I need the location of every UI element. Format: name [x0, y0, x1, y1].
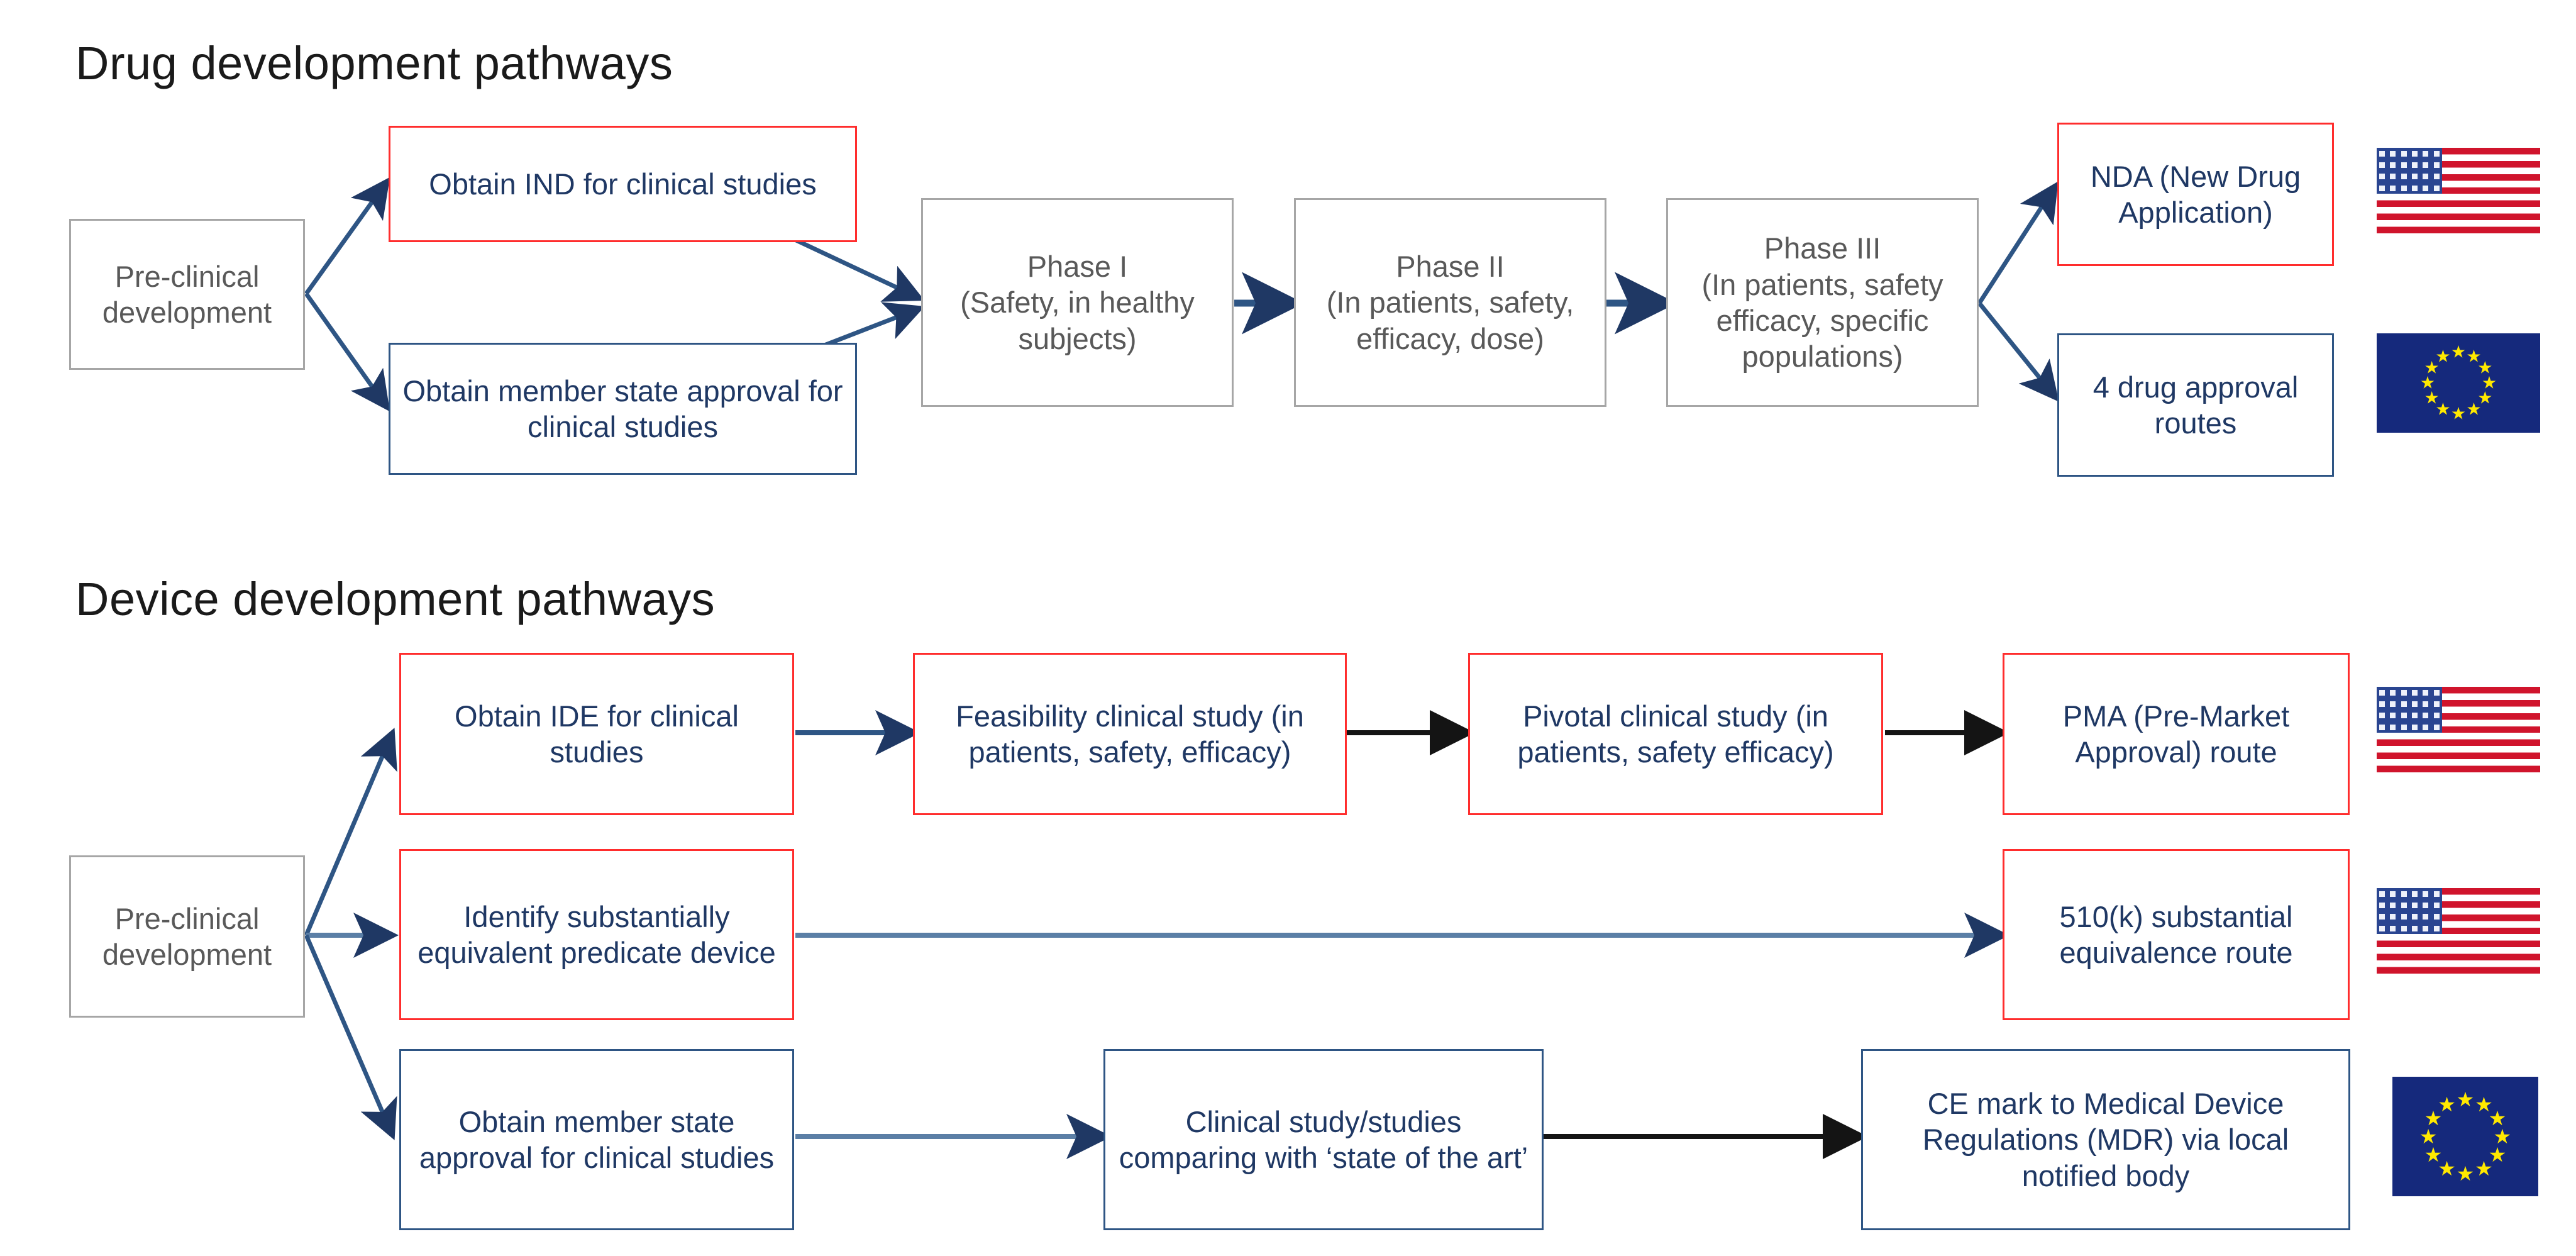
eu-star-icon: ★ — [2456, 1088, 2475, 1111]
eu-star-icon: ★ — [2419, 373, 2436, 392]
node-phase-3: Phase III (In patients, safety efficacy,… — [1666, 198, 1979, 407]
eu-star-icon: ★ — [2435, 399, 2451, 419]
edge-preclinical-to-memberstate — [304, 292, 390, 412]
edge-device-preclinical-to-memberstate — [304, 934, 397, 1140]
node-510k-route: 510(k) substantial equivalence route — [2003, 849, 2350, 1020]
phase1-line-2: (Safety, in healthy — [960, 286, 1195, 320]
us-flag-icon — [2377, 687, 2540, 772]
node-obtain-member-state-drug: Obtain member state approval for clinica… — [389, 343, 857, 475]
eu-star-icon: ★ — [2477, 388, 2493, 408]
edge-phase3-to-eu-routes — [1977, 301, 2059, 402]
node-identify-predicate-device: Identify substantially equivalent predic… — [399, 849, 794, 1020]
eu-flag-icon: ★★★★★★★★★★★★ — [2392, 1077, 2538, 1196]
phase2-line-2: (In patients, safety, — [1326, 286, 1574, 320]
eu-flag-icon: ★★★★★★★★★★★★ — [2377, 333, 2540, 433]
node-eu-drug-approval-routes: 4 drug approval routes — [2057, 333, 2334, 477]
edge-phase3-to-nda — [1977, 181, 2059, 304]
node-ce-mark-mdr: CE mark to Medical Device Regulations (M… — [1861, 1049, 2350, 1230]
drug-section-title: Drug development pathways — [75, 37, 673, 89]
eu-star-icon: ★ — [2466, 399, 2482, 419]
device-section-title: Device development pathways — [75, 573, 716, 625]
eu-star-icon: ★ — [2424, 358, 2440, 377]
node-obtain-ind: Obtain IND for clinical studies — [389, 126, 857, 242]
node-feasibility-study: Feasibility clinical study (in patients,… — [913, 653, 1347, 815]
phase2-line-1: Phase II — [1396, 250, 1505, 283]
us-flag-canton — [2377, 687, 2442, 733]
eu-star-icon: ★ — [2424, 1106, 2443, 1130]
eu-star-icon: ★ — [2475, 1092, 2493, 1116]
eu-star-icon: ★ — [2493, 1125, 2512, 1148]
us-flag-canton — [2377, 148, 2442, 194]
us-flag-canton — [2377, 888, 2442, 935]
eu-star-icon: ★ — [2424, 388, 2440, 408]
eu-star-icon: ★ — [2419, 1125, 2438, 1148]
node-nda-route: NDA (New Drug Application) — [2057, 123, 2334, 266]
edge-device-preclinical-to-ide — [304, 728, 397, 936]
edge-ind-to-phase1 — [792, 236, 925, 302]
eu-star-icon: ★ — [2450, 342, 2467, 362]
eu-star-icon: ★ — [2438, 1157, 2456, 1180]
eu-star-icon: ★ — [2488, 1106, 2507, 1130]
eu-star-icon: ★ — [2481, 373, 2497, 392]
node-obtain-member-state-device: Obtain member state approval for clinica… — [399, 1049, 794, 1230]
phase1-line-1: Phase I — [1027, 250, 1128, 283]
eu-star-icon: ★ — [2456, 1162, 2475, 1185]
us-flag-icon — [2377, 148, 2540, 233]
node-pma-route: PMA (Pre-Market Approval) route — [2003, 653, 2350, 815]
eu-star-icon: ★ — [2438, 1092, 2456, 1116]
eu-star-icon: ★ — [2435, 347, 2451, 366]
eu-star-icon: ★ — [2466, 347, 2482, 366]
edge-preclinical-to-ind — [304, 177, 390, 296]
us-flag-icon — [2377, 888, 2540, 974]
eu-star-icon: ★ — [2488, 1143, 2507, 1167]
phase3-line-2: (In patients, safety — [1701, 267, 1943, 301]
eu-star-icon: ★ — [2477, 358, 2493, 377]
node-obtain-ide: Obtain IDE for clinical studies — [399, 653, 794, 815]
phase1-line-3: subjects) — [1018, 321, 1137, 355]
eu-star-icon: ★ — [2475, 1157, 2493, 1180]
node-drug-preclinical: Pre-clinical development — [69, 219, 305, 370]
node-pivotal-study: Pivotal clinical study (in patients, saf… — [1468, 653, 1883, 815]
node-phase-1: Phase I (Safety, in healthy subjects) — [921, 198, 1234, 407]
phase3-line-4: populations) — [1742, 340, 1903, 374]
eu-star-icon: ★ — [2450, 404, 2467, 423]
node-device-preclinical: Pre-clinical development — [69, 855, 305, 1018]
node-clinical-study-state-of-art: Clinical study/studies comparing with ‘s… — [1103, 1049, 1544, 1230]
phase3-line-1: Phase III — [1764, 231, 1881, 265]
node-phase-2: Phase II (In patients, safety, efficacy,… — [1294, 198, 1606, 407]
phase2-line-3: efficacy, dose) — [1356, 321, 1544, 355]
phase3-line-3: efficacy, specific — [1716, 304, 1929, 337]
eu-star-icon: ★ — [2424, 1143, 2443, 1167]
